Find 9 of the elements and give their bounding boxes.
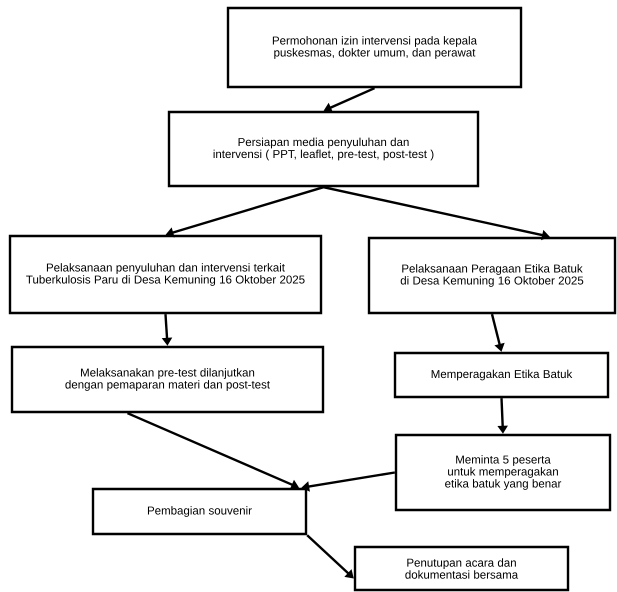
process-box: Penutupan acara dan dokumentasi bersama — [354, 546, 570, 592]
process-box: Memperagakan Etika Batuk — [394, 352, 610, 398]
process-box: Pelaksanaan penyuluhan dan intervensi terkait Tuberkulosis Paru di Desa Kemuning 16 Oktober 2025 — [8, 234, 322, 314]
process-box: Permohonan izin intervensi pada kepala puskesmas, dokter umum, dan perawat — [226, 6, 522, 88]
process-box: Melaksanakan pre-test dilanjutkan dengan pemaparan materi dan post-test — [10, 346, 324, 414]
process-box: Pelaksanaan Peragaan Etika Batuk di Desa Kemuning 16 Oktober 2025 — [368, 236, 616, 314]
process-box: Meminta 5 peserta untuk memperagakan etika batuk yang benar — [394, 434, 612, 512]
process-box: Persiapan media penyuluhan dan intervensi ( PPT, leaflet, pre-test, post-test ) — [168, 110, 480, 188]
process-box: Pembagian souvenir — [92, 488, 308, 536]
